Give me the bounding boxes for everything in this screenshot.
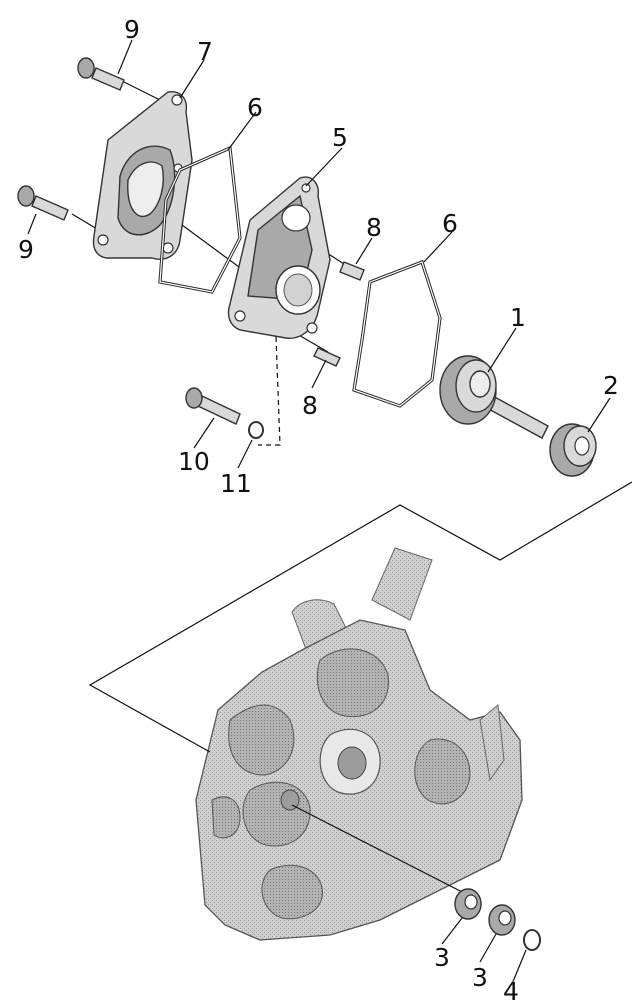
part-5-pump-housing	[227, 176, 331, 339]
callout-8-lower: 8	[302, 391, 318, 420]
part-10-bolt	[185, 387, 241, 425]
callout-10: 10	[178, 447, 210, 476]
callout-7: 7	[197, 37, 213, 66]
part-4-circlip	[523, 929, 541, 951]
callout-labels: 1 2 3 3 4 5 6 6 7 8 8 9 9 10 11	[18, 15, 619, 1000]
crankcase-housing	[195, 547, 523, 941]
part-2-bearing	[549, 423, 597, 477]
callout-8-upper: 8	[366, 213, 382, 242]
callout-6-upper: 6	[247, 93, 263, 122]
callout-5: 5	[332, 123, 348, 152]
part-9-bolt-upper	[77, 57, 125, 91]
part-7-pump-cover	[92, 91, 193, 260]
callout-2: 2	[603, 371, 619, 400]
callout-9-upper: 9	[124, 15, 140, 44]
callout-leader-lines	[27, 39, 611, 985]
part-9-bolt-lower	[17, 185, 69, 221]
callout-4: 4	[503, 977, 519, 1000]
callout-3-left: 3	[434, 943, 450, 972]
part-3-seal-right	[488, 904, 516, 936]
part-11-washer	[248, 421, 264, 439]
callout-6-lower: 6	[442, 209, 458, 238]
part-8-dowel-pin-lower	[313, 347, 341, 367]
callout-3-right: 3	[472, 963, 488, 992]
part-6-gasket-lower	[352, 259, 442, 408]
part-1-impeller-shaft	[439, 355, 549, 439]
callout-1: 1	[510, 303, 526, 332]
part-8-dowel-pin-upper	[339, 261, 365, 281]
part-3-seal-left	[454, 888, 482, 920]
callout-9-lower: 9	[18, 235, 34, 264]
callout-11: 11	[220, 469, 252, 498]
